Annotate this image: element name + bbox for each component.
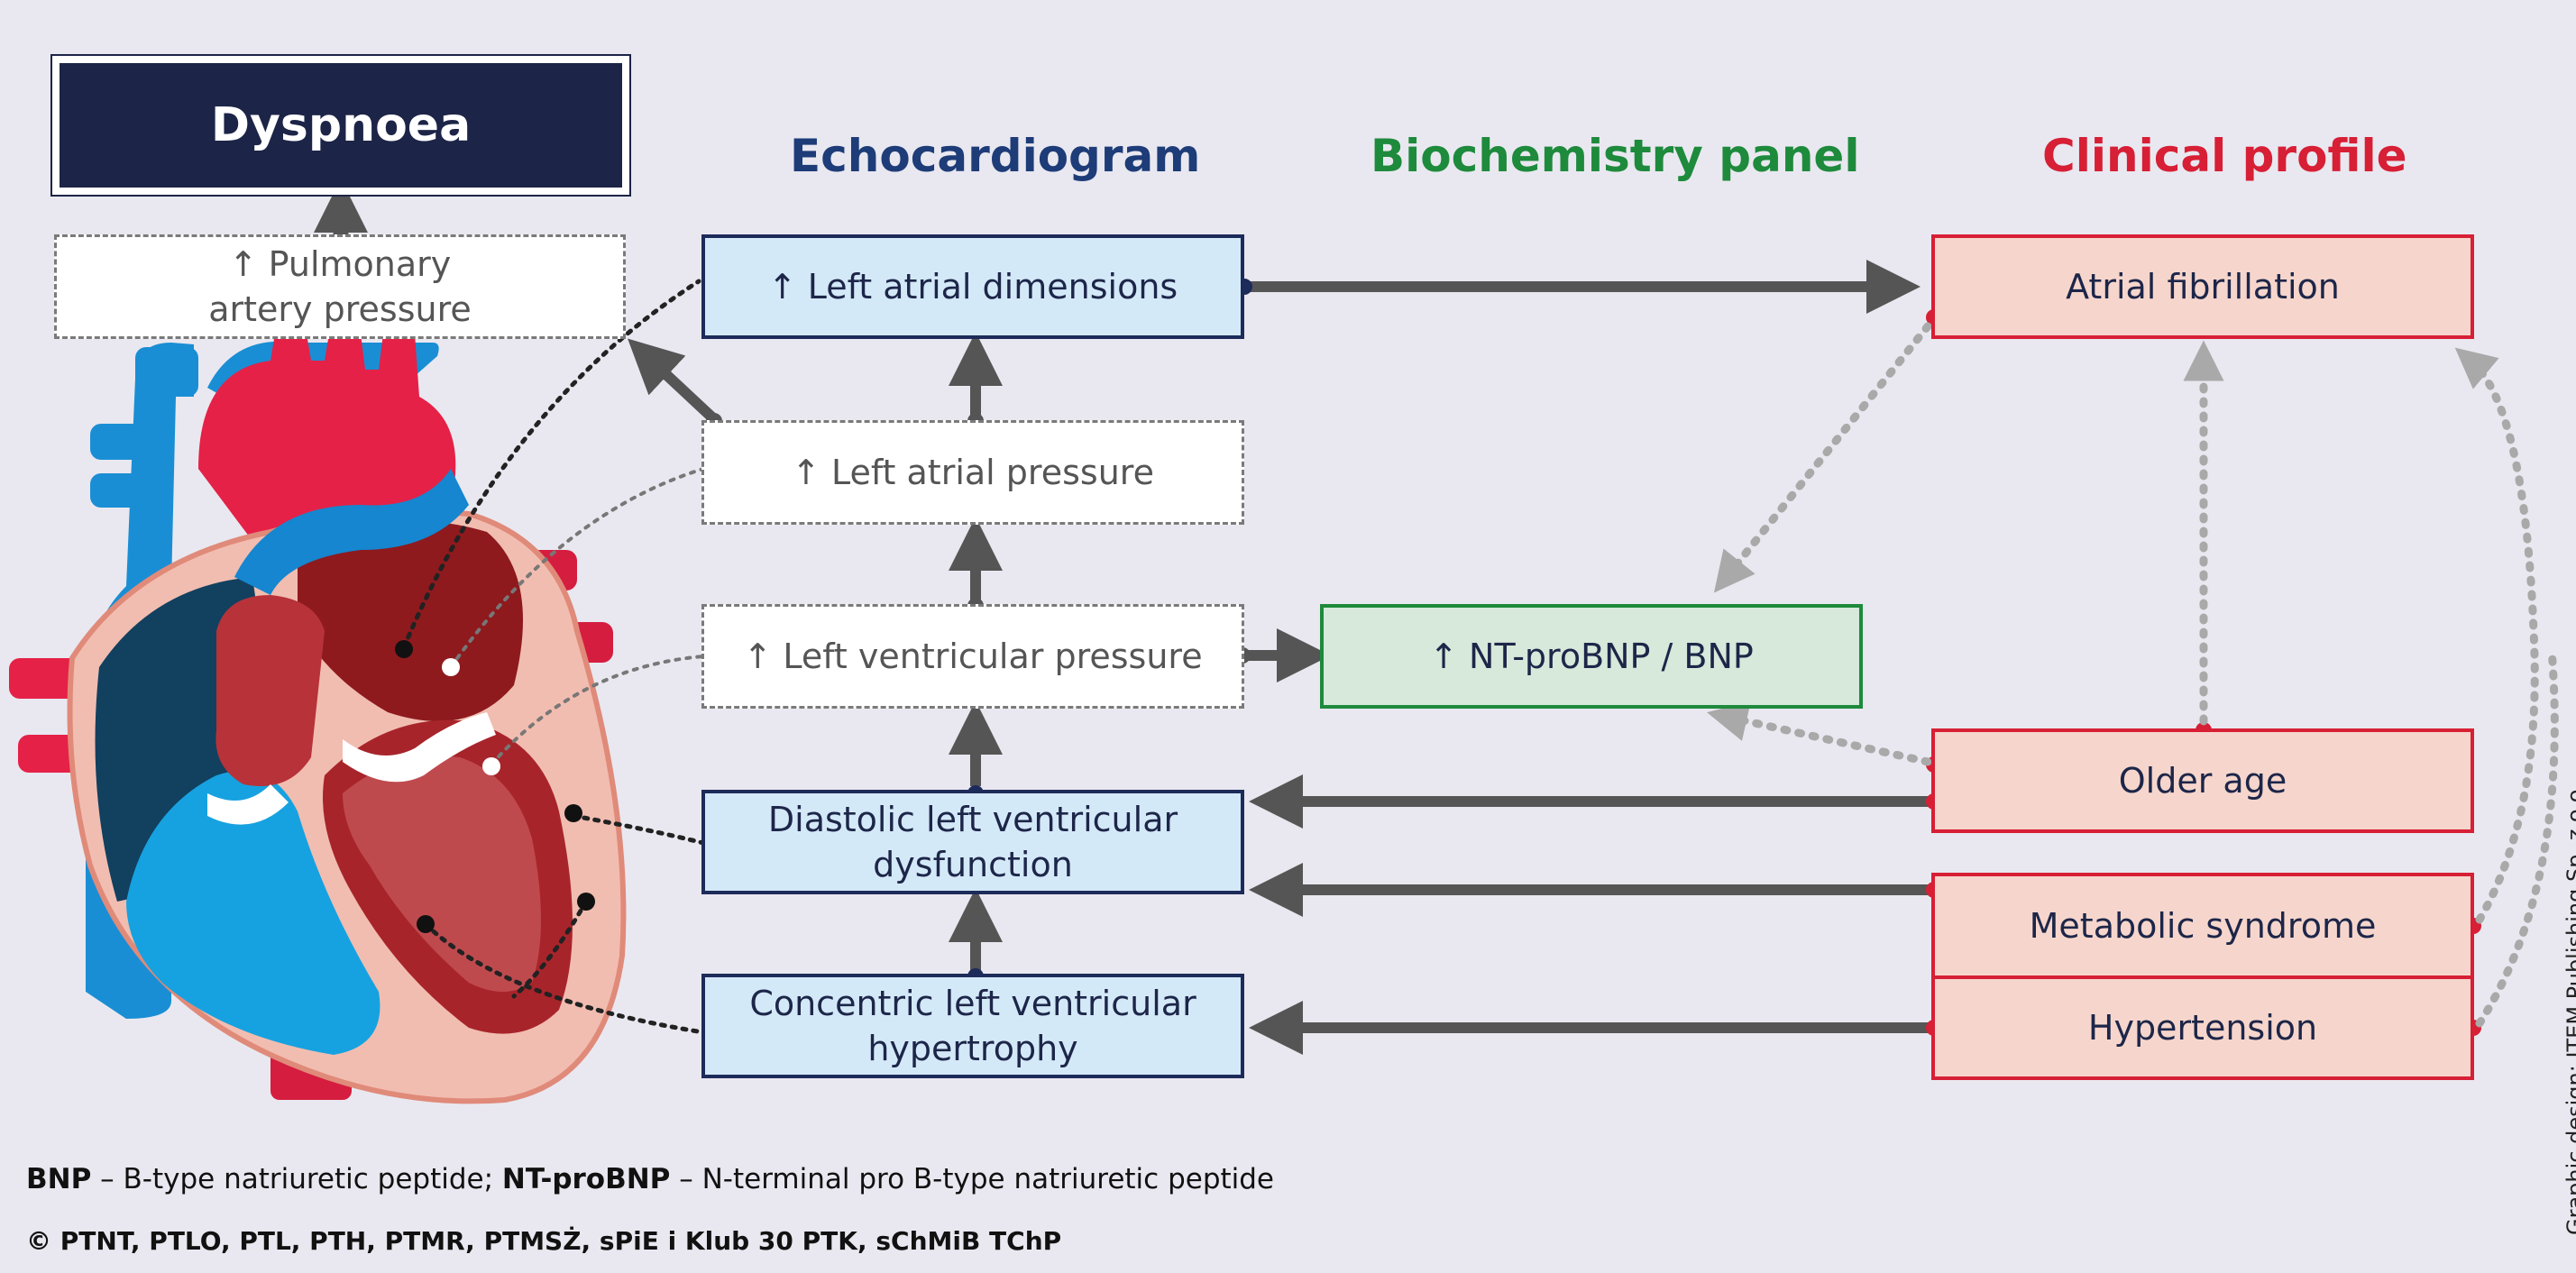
metabolic-syndrome-box: Metabolic syndrome: [1931, 873, 2474, 979]
graphic-design-credit: Graphic design: ITEM Publishing Sp. z o.…: [2562, 783, 2576, 1235]
concentric-line1: Concentric left ventricular: [749, 983, 1196, 1023]
diastolic-dysfunction-box: Diastolic left ventricular dysfunction: [701, 790, 1244, 894]
diastolic-line2: dysfunction: [873, 845, 1073, 884]
heart-illustration: [9, 334, 627, 1104]
left-ventricular-pressure-box: ↑ Left ventricular pressure: [701, 604, 1244, 709]
def-bnp: – B-type natriuretic peptide;: [91, 1163, 502, 1195]
abbr-ntprobnp: NT-proBNP: [501, 1163, 671, 1195]
hypertension-box: Hypertension: [1931, 975, 2474, 1080]
concentric-line2: hypertrophy: [867, 1029, 1078, 1068]
ntprobnp-box: ↑ NT-proBNP / BNP: [1320, 604, 1863, 709]
dotted-arrows: [1707, 322, 2559, 1028]
abbr-bnp: BNP: [26, 1163, 92, 1195]
diastolic-line1: Diastolic left ventricular: [767, 799, 1178, 839]
copyright-line: © PTNT, PTLO, PTL, PTH, PTMR, PTMSŻ, sPi…: [26, 1226, 1062, 1256]
concentric-hypertrophy-box: Concentric left ventricular hypertrophy: [701, 974, 1244, 1078]
pulmonary-line1: ↑ Pulmonary: [228, 243, 452, 284]
def-ntprobnp: – N-terminal pro B-type natriuretic pept…: [670, 1163, 1275, 1195]
header-echocardiogram: Echocardiogram: [790, 130, 1201, 182]
older-age-box: Older age: [1931, 728, 2474, 833]
left-atrial-pressure-box: ↑ Left atrial pressure: [701, 420, 1244, 525]
left-atrial-dimensions-box: ↑ Left atrial dimensions: [701, 234, 1244, 339]
pulmonary-pressure-box: ↑ Pulmonary artery pressure: [54, 234, 626, 339]
abbreviation-footnote: BNP – B-type natriuretic peptide; NT-pro…: [26, 1163, 1274, 1195]
pulmonary-line2: artery pressure: [208, 289, 472, 329]
header-clinical: Clinical profile: [2042, 130, 2407, 182]
connector-arrows: [314, 179, 1934, 1055]
header-biochemistry: Biochemistry panel: [1371, 130, 1860, 182]
atrial-fibrillation-box: Atrial fibrillation: [1931, 234, 2474, 339]
dyspnoea-box: Dyspnoea: [50, 54, 631, 197]
